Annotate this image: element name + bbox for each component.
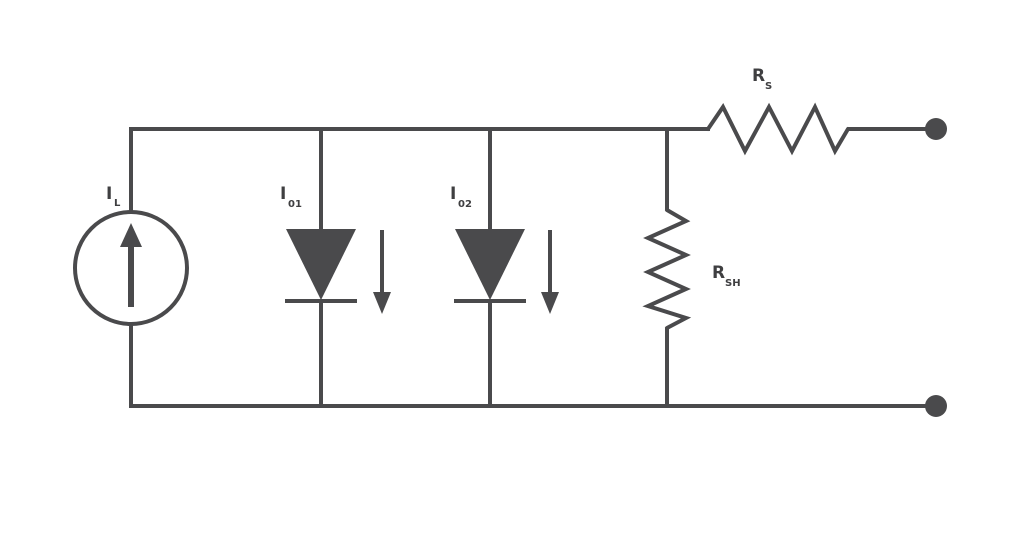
bottom-output-terminal: [925, 395, 947, 417]
series-resistor-label: R: [752, 66, 765, 86]
current-source-arrow-head: [120, 223, 142, 247]
diode-1-label-subscript: 01: [288, 199, 302, 210]
diode-2-triangle: [455, 229, 525, 300]
current-source-label: I: [106, 184, 112, 204]
diode-2-label: I: [450, 184, 456, 204]
series-resistor-zigzag: [706, 102, 850, 156]
diode-1-current-arrow-head: [373, 292, 391, 314]
shunt-resistor-zigzag: [642, 208, 692, 330]
diode-2-label-subscript: 02: [458, 199, 472, 210]
shunt-resistor-label-subscript: SH: [725, 278, 741, 289]
diode-1-label: I: [280, 184, 286, 204]
shunt-resistor-label: R: [712, 263, 725, 283]
series-resistor-label-subscript: S: [765, 81, 772, 92]
diode-2-current-arrow-head: [541, 292, 559, 314]
current-source-label-subscript: L: [114, 198, 121, 209]
top-output-terminal: [925, 118, 947, 140]
diode-1-triangle: [286, 229, 356, 300]
current-source-circle: [73, 210, 189, 326]
